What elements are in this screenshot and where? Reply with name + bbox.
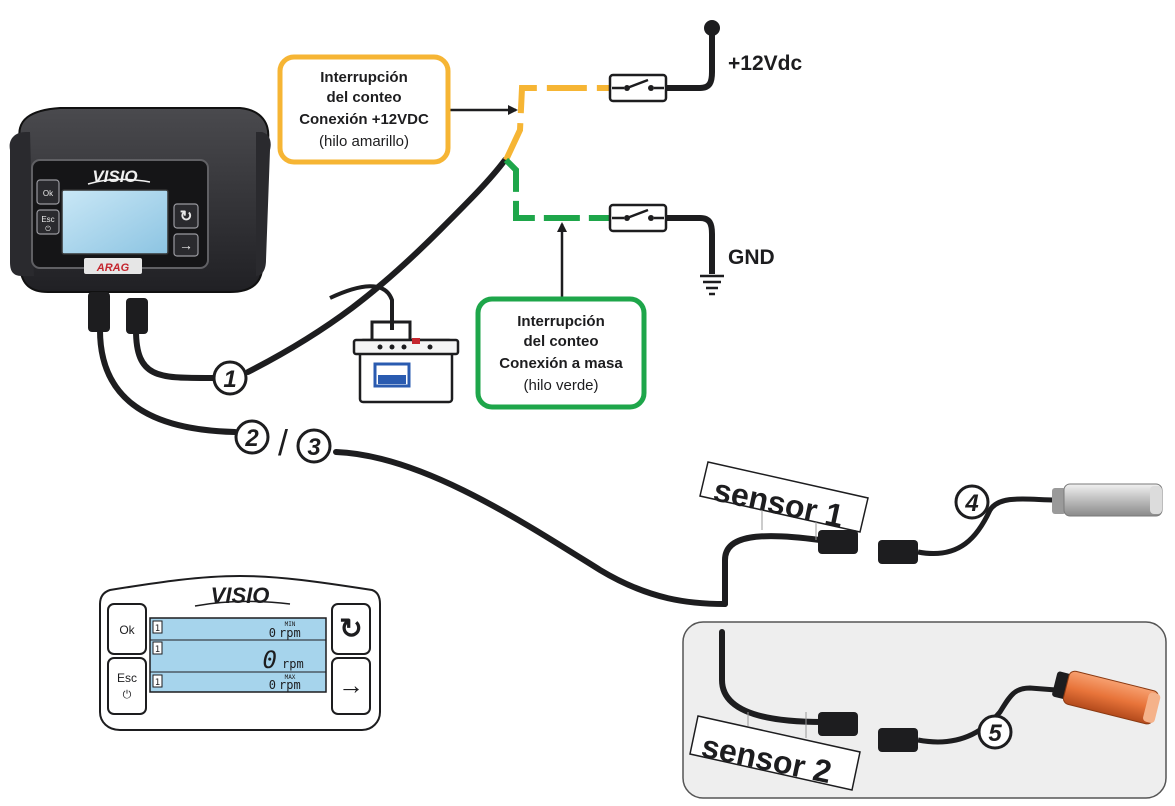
ground-label: GND xyxy=(728,246,775,269)
screen-btn-esc: Esc xyxy=(117,671,137,685)
sensor2-cable xyxy=(917,685,1057,745)
marker-1: 1 xyxy=(212,360,248,396)
screen-row2-index: 1 xyxy=(155,645,160,655)
marker-1-label: 1 xyxy=(223,366,236,393)
green-wire xyxy=(503,157,610,221)
power-icon: ⏻ xyxy=(45,225,51,233)
marker-3-label: 3 xyxy=(307,434,321,461)
screen-brand: VISIO xyxy=(211,583,270,608)
cable-sensor1-branch xyxy=(722,533,823,607)
refresh-icon: ↻ xyxy=(180,208,193,225)
green-callout-line4: (hilo verde) xyxy=(523,377,598,394)
green-callout-line1: Interrupción xyxy=(517,313,605,330)
marker-3: 3 xyxy=(296,428,332,464)
positive-label: +12Vdc xyxy=(728,52,802,75)
device-maker: ARAG xyxy=(96,262,130,274)
screen-row1-tag: MIN xyxy=(285,621,296,628)
device-btn-esc: Esc xyxy=(41,215,54,224)
cable-sensor2-branch xyxy=(719,629,825,725)
green-callout-line3: Conexión a masa xyxy=(499,355,623,372)
yellow-callout-line4: (hilo amarillo) xyxy=(319,133,409,150)
marker-4-label: 4 xyxy=(964,490,978,517)
battery-icon xyxy=(352,320,460,404)
sensor1-tag: sensor 1 xyxy=(699,461,869,540)
device-brand: VISIO xyxy=(92,167,137,186)
cable-2-3-run xyxy=(333,449,728,607)
cable-2-3 xyxy=(97,327,238,435)
yellow-wire xyxy=(503,85,610,162)
marker-2-label: 2 xyxy=(244,425,259,452)
visio-device: VISIO Ok Esc ⏻ ↻ → ARAG xyxy=(9,107,271,334)
screen-detail: VISIO Ok Esc ⏻ ↻ → 1 MIN 0 rpm 1 0 rpm 1… xyxy=(99,574,381,731)
green-callout: Interrupción del conteo Conexión a masa … xyxy=(475,296,647,410)
positive-terminal xyxy=(704,20,720,36)
screen-row1-unit: rpm xyxy=(279,626,301,640)
sensor2-connector-female xyxy=(878,728,918,752)
sensor2-connector-male xyxy=(818,712,858,736)
sensor1-probe xyxy=(1052,483,1163,517)
screen-row1-index: 1 xyxy=(155,624,160,634)
sensor1-connector-female xyxy=(878,540,918,564)
sensor1-connector-male xyxy=(818,530,858,554)
marker-4: 4 xyxy=(954,484,990,520)
device-btn-ok: Ok xyxy=(43,189,54,198)
ground-lead xyxy=(666,215,715,274)
screen-row3-value: 0 xyxy=(269,678,276,692)
marker-5-label: 5 xyxy=(988,720,1002,747)
screen-row3-tag: MAX xyxy=(285,674,296,681)
arrow-right-icon: → xyxy=(338,670,364,700)
power-icon: ⏻ xyxy=(123,689,132,701)
screen-btn-ok: Ok xyxy=(119,623,135,637)
cable-1-run xyxy=(245,157,508,375)
screen-row1-value: 0 xyxy=(269,626,276,640)
yellow-callout-line2: del conteo xyxy=(326,89,401,106)
green-callout-line2: del conteo xyxy=(523,333,598,350)
screen-row2-unit: rpm xyxy=(282,657,304,671)
battery-lead xyxy=(329,284,394,330)
positive-lead xyxy=(666,32,715,91)
arrow-right-icon: → xyxy=(179,237,193,253)
yellow-callout-line3: Conexión +12VDC xyxy=(299,111,429,128)
switch-icon xyxy=(608,73,668,103)
ground-symbol-icon xyxy=(700,274,724,296)
switch-icon xyxy=(608,203,668,233)
marker-2: 2 xyxy=(234,419,270,455)
refresh-icon: ↻ xyxy=(339,613,362,644)
marker-slash: / xyxy=(278,422,288,463)
screen-row2-value: 0 xyxy=(263,646,277,674)
yellow-callout-line1: Interrupción xyxy=(320,69,408,86)
yellow-callout: Interrupción del conteo Conexión +12VDC … xyxy=(277,54,451,165)
screen-row3-unit: rpm xyxy=(279,678,301,692)
screen-row3-index: 1 xyxy=(155,678,160,688)
marker-5: 5 xyxy=(977,714,1013,750)
cable-1 xyxy=(133,327,217,382)
sensor2-probe xyxy=(1052,670,1161,725)
sensor1-cable xyxy=(917,496,1057,556)
